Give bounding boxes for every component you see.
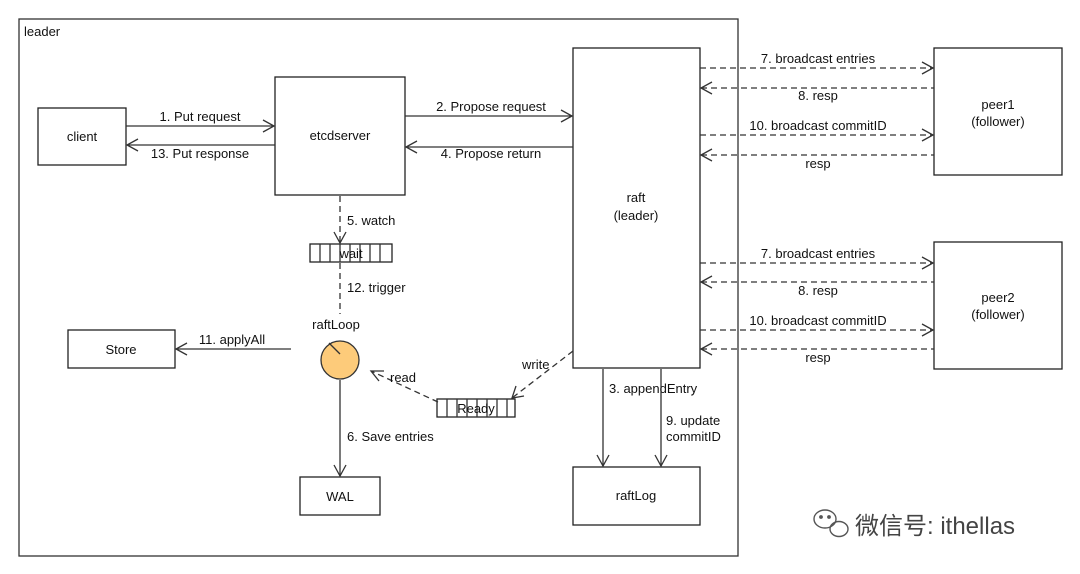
edge-apply-all-label: 11. applyAll: [199, 332, 265, 347]
edge-peer1-broadcast-entries: 7. broadcast entries: [700, 51, 935, 75]
raftlog-label: raftLog: [616, 488, 656, 503]
wal-node: WAL: [299, 476, 381, 516]
edge-peer2-resp: 8. resp: [699, 275, 934, 298]
edge-peer1-broadcast-commit: 10. broadcast commitID: [700, 118, 935, 142]
edge-peer1-resp: 8. resp: [699, 81, 934, 103]
etcdserver-label: etcdserver: [310, 128, 371, 143]
edge-watch-label: 5. watch: [347, 213, 395, 228]
leader-frame: [18, 18, 739, 557]
wechat-icon: [813, 509, 849, 538]
edge-peer1-resp-label: 8. resp: [798, 88, 838, 103]
peer2-label: peer2: [981, 290, 1014, 305]
edge-write-label: write: [521, 357, 549, 372]
raft-node: raft (leader): [572, 47, 701, 369]
edge-read-label: read: [390, 370, 416, 385]
peer1-node: peer1 (follower): [933, 47, 1063, 176]
peer2-role-label: (follower): [971, 307, 1024, 322]
wal-label: WAL: [326, 489, 354, 504]
peer1-label: peer1: [981, 97, 1014, 112]
peer1-role-label: (follower): [971, 114, 1024, 129]
edge-apply-all: 11. applyAll: [174, 332, 291, 356]
edge-update-commit-label-2: commitID: [666, 429, 721, 444]
client-label: client: [67, 129, 98, 144]
edge-put-request: 1. Put request: [126, 109, 276, 133]
edge-save-entries-label: 6. Save entries: [347, 429, 434, 444]
edge-peer2-broadcast-entries: 7. broadcast entries: [700, 246, 935, 270]
peer2-node: peer2 (follower): [933, 241, 1063, 370]
edge-trigger-label: 12. trigger: [347, 280, 406, 295]
edge-propose-request: 2. Propose request: [405, 99, 574, 123]
edge-peer2-broadcast-entries-label: 7. broadcast entries: [761, 246, 876, 261]
edge-put-response-label: 13. Put response: [151, 146, 249, 161]
edge-read: read: [369, 370, 439, 403]
edge-update-commit-label-1: 9. update: [666, 413, 720, 428]
store-label: Store: [105, 342, 136, 357]
ready-label: Ready: [457, 401, 495, 416]
edge-trigger: 12. trigger: [339, 263, 406, 314]
raft-label: raft: [627, 190, 646, 205]
watermark-text: 微信号: ithellas: [855, 513, 1015, 540]
edge-peer2-broadcast-commit-label: 10. broadcast commitID: [749, 313, 886, 328]
edge-write: write: [511, 350, 574, 399]
edge-update-commit: 9. update commitID: [654, 369, 721, 468]
raftloop-node: raftLoop: [312, 317, 360, 380]
leader-frame-label: leader: [24, 24, 61, 39]
edge-propose-request-label: 2. Propose request: [436, 99, 546, 114]
client-node: client: [37, 107, 127, 166]
edge-peer1-broadcast-commit-label: 10. broadcast commitID: [749, 118, 886, 133]
ready-queue: Ready: [436, 398, 516, 418]
wait-label: wait: [338, 246, 363, 261]
edge-peer1-broadcast-entries-label: 7. broadcast entries: [761, 51, 876, 66]
edge-propose-return: 4. Propose return: [404, 140, 573, 161]
watermark: 微信号: ithellas: [813, 509, 1015, 540]
raftloop-tick: [328, 342, 341, 355]
edge-peer2-resp-label: 8. resp: [798, 283, 838, 298]
raftlog-node: raftLog: [572, 466, 701, 526]
edge-peer2-resp2-label: resp: [805, 350, 830, 365]
edge-peer2-resp2: resp: [699, 342, 934, 365]
edge-append-entry-label: 3. appendEntry: [609, 381, 698, 396]
raft-role-label: (leader): [614, 208, 659, 223]
edge-watch: 5. watch: [333, 196, 395, 245]
wait-queue: wait: [309, 243, 393, 263]
edge-save-entries: 6. Save entries: [333, 380, 434, 478]
raftloop-circle: [320, 340, 360, 380]
etcdserver-node: etcdserver: [274, 76, 406, 196]
edge-propose-return-label: 4. Propose return: [441, 146, 541, 161]
raftloop-label: raftLoop: [312, 317, 360, 332]
edge-put-response: 13. Put response: [125, 138, 275, 161]
edge-peer2-broadcast-commit: 10. broadcast commitID: [700, 313, 935, 337]
store-node: Store: [67, 329, 176, 369]
edge-put-request-label: 1. Put request: [160, 109, 241, 124]
edge-peer1-resp2-label: resp: [805, 156, 830, 171]
edge-append-entry: 3. appendEntry: [596, 369, 698, 468]
edge-peer1-resp2: resp: [699, 148, 934, 171]
